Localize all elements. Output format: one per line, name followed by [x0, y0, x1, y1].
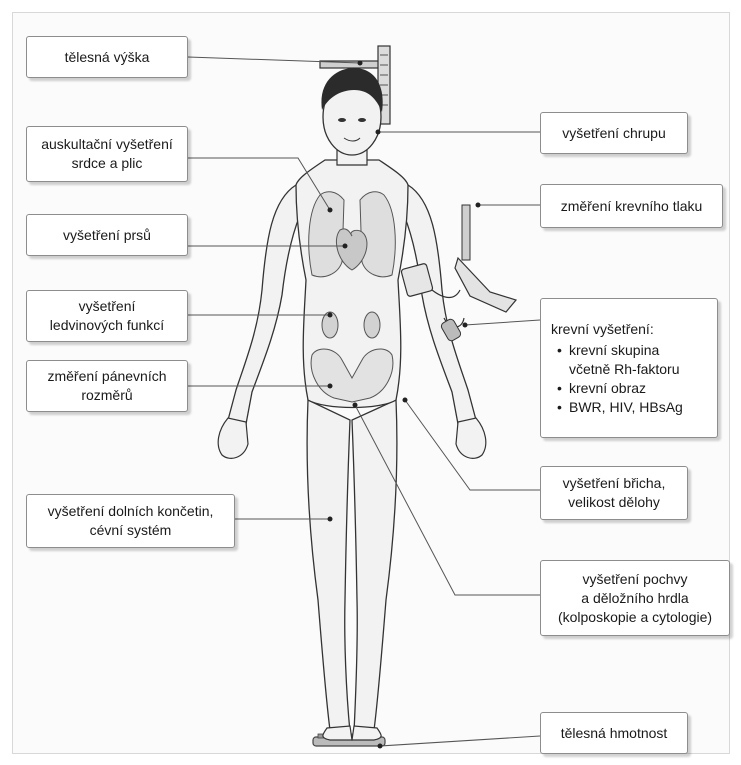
label-kidneys-line1: vyšetření	[79, 297, 136, 316]
blood-tests-item: BWR, HIV, HBsAg	[569, 398, 683, 417]
label-pelvis-line2: rozměrů	[81, 386, 132, 405]
label-legs: vyšetření dolních končetin, cévní systém	[26, 494, 235, 548]
blood-tests-item-line: krevní obraz	[569, 379, 683, 398]
label-kidneys-line2: ledvinových funkcí	[50, 316, 164, 335]
label-blood-pressure: změření krevního tlaku	[540, 184, 723, 228]
blood-tests-list: krevní skupina včetně Rh-faktoru krevní …	[551, 341, 683, 417]
blood-tests-item-line: včetně Rh-faktoru	[569, 360, 683, 379]
label-teeth: vyšetření chrupu	[540, 112, 688, 154]
label-breasts: vyšetření prsů	[26, 214, 188, 256]
label-pelvis: změření pánevních rozměrů	[26, 360, 188, 412]
label-height: tělesná výška	[26, 36, 188, 78]
label-auscultation-line1: auskultační vyšetření	[41, 135, 173, 154]
label-auscultation-line2: srdce a plic	[72, 154, 143, 173]
human-figure	[218, 68, 486, 740]
label-breasts-line1: vyšetření prsů	[63, 226, 151, 245]
label-auscultation: auskultační vyšetření srdce a plic	[26, 126, 188, 182]
label-blood-pressure-line1: změření krevního tlaku	[561, 197, 703, 216]
blood-tests-item: krevní skupina včetně Rh-faktoru	[569, 341, 683, 379]
label-blood-tests: krevní vyšetření: krevní skupina včetně …	[540, 298, 718, 438]
blood-tests-item-line: krevní skupina	[569, 341, 683, 360]
label-blood-tests-title: krevní vyšetření:	[551, 320, 654, 339]
label-abdomen-line2: velikost dělohy	[568, 493, 660, 512]
label-weight: tělesná hmotnost	[540, 712, 688, 754]
label-height-line1: tělesná výška	[65, 48, 150, 67]
label-legs-line2: cévní systém	[90, 521, 172, 540]
label-vagina: vyšetření pochvy a děložního hrdla (kolp…	[540, 560, 730, 636]
label-legs-line1: vyšetření dolních končetin,	[48, 502, 214, 521]
blood-tests-item: krevní obraz	[569, 379, 683, 398]
label-kidneys: vyšetření ledvinových funkcí	[26, 290, 188, 342]
label-abdomen-line1: vyšetření břicha,	[563, 474, 666, 493]
label-teeth-line1: vyšetření chrupu	[562, 124, 666, 143]
label-vagina-line2: a děložního hrdla	[581, 589, 688, 608]
blood-tests-item-line: BWR, HIV, HBsAg	[569, 398, 683, 417]
label-weight-line1: tělesná hmotnost	[561, 724, 668, 743]
label-vagina-line1: vyšetření pochvy	[582, 570, 687, 589]
label-pelvis-line1: změření pánevních	[47, 367, 166, 386]
label-vagina-line3: (kolposkopie a cytologie)	[558, 608, 712, 627]
label-abdomen: vyšetření břicha, velikost dělohy	[540, 466, 688, 520]
